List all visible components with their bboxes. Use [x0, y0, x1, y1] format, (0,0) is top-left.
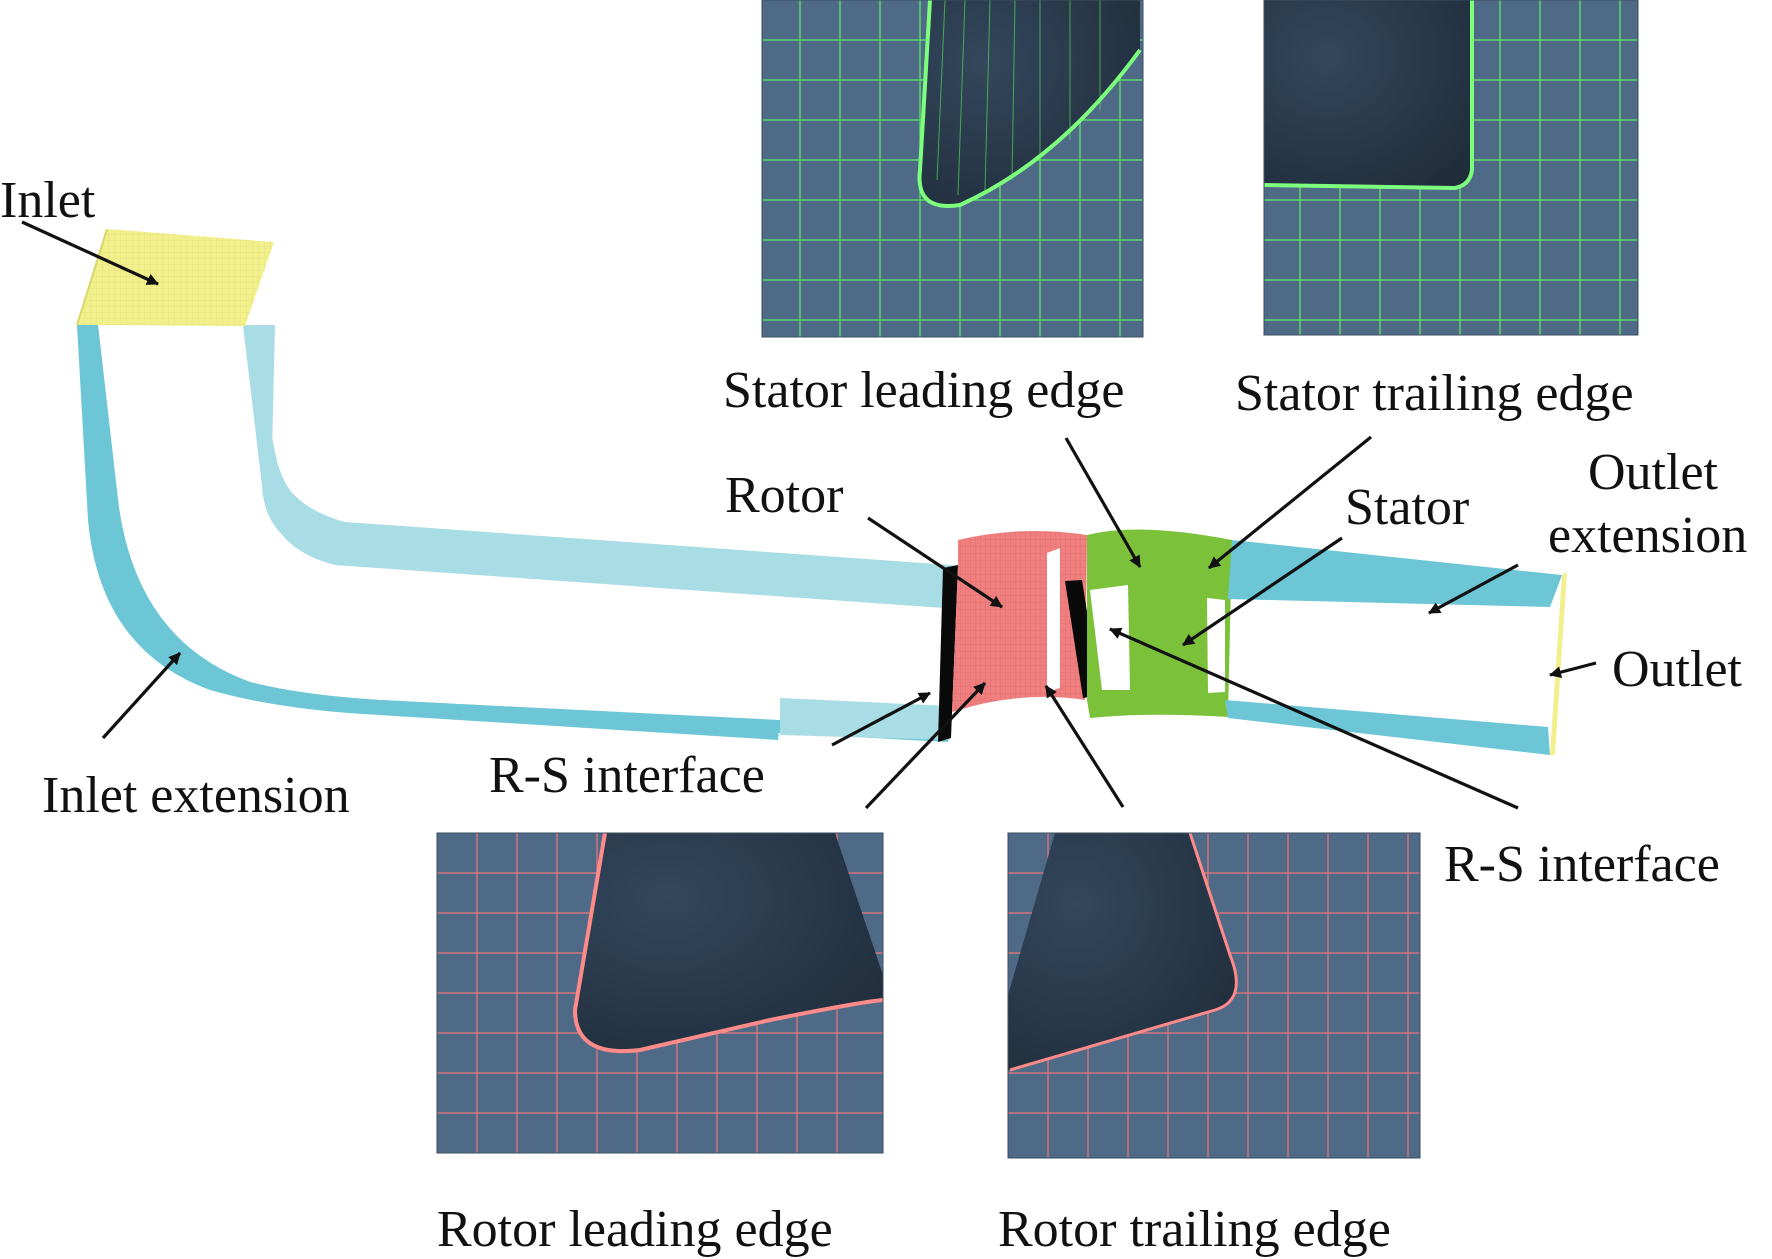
arrow-outlet	[1549, 661, 1597, 679]
rs-interface-left	[938, 565, 958, 742]
arrow-rotor	[867, 516, 1003, 609]
outlet-face	[1550, 572, 1567, 755]
labels: Inlet Inlet extension Rotor Stator Outle…	[0, 172, 1747, 1258]
inlet-face	[77, 229, 274, 326]
label-rotor: Rotor	[725, 467, 843, 524]
stator-trailing-edge-panel	[1264, 0, 1638, 335]
rotor-leading-edge-panel	[437, 833, 883, 1153]
inlet-extension-inner-wall	[243, 325, 965, 598]
label-rotor-leading-edge: Rotor leading edge	[437, 1201, 833, 1258]
stator-window-right	[1207, 598, 1225, 693]
arrow-rs-interface-right	[1109, 627, 1519, 810]
stator-trailing-edge-blade	[1264, 0, 1472, 188]
rotor-domain	[952, 531, 1087, 712]
label-inlet-extension: Inlet extension	[42, 767, 350, 824]
label-rs-interface-left: R-S interface	[489, 747, 765, 804]
arrow-outlet-extension	[1428, 563, 1519, 615]
stator-leading-edge-panel	[762, 0, 1143, 337]
arrow-stator-trailing-edge	[1207, 435, 1373, 570]
rotor-trailing-edge-panel	[1008, 833, 1420, 1158]
label-inlet: Inlet	[0, 172, 96, 229]
arrow-rs-interface-left	[831, 691, 931, 747]
arrow-stator	[1182, 536, 1343, 647]
arrow-inlet-extension	[101, 651, 182, 740]
label-stator-trailing-edge: Stator trailing edge	[1235, 365, 1634, 422]
outlet-extension-top	[1228, 540, 1562, 607]
outlet-extension-bottom	[1225, 700, 1550, 755]
arrow-stator-leading-edge	[1064, 437, 1142, 568]
stator-leading-edge-blade	[919, 0, 1140, 206]
label-outlet-extension-line1: Outlet	[1588, 444, 1719, 501]
rotor-window	[1047, 548, 1060, 692]
leader-arrows	[21, 220, 1597, 810]
label-rs-interface-right: R-S interface	[1444, 836, 1720, 893]
label-rotor-trailing-edge: Rotor trailing edge	[998, 1201, 1391, 1258]
label-outlet-extension-line2: extension	[1548, 507, 1747, 564]
inlet-extension-lower-segment	[780, 698, 950, 740]
label-stator-leading-edge: Stator leading edge	[723, 362, 1124, 419]
arrow-rotor-trailing-edge	[1044, 685, 1125, 808]
label-stator: Stator	[1345, 479, 1469, 536]
arrow-inlet	[21, 220, 159, 286]
arrow-rotor-leading-edge	[864, 681, 987, 810]
rotor-leading-edge-blade	[575, 833, 883, 1052]
label-outlet: Outlet	[1612, 641, 1743, 698]
rotor-trailing-edge-blade	[1008, 833, 1237, 1070]
